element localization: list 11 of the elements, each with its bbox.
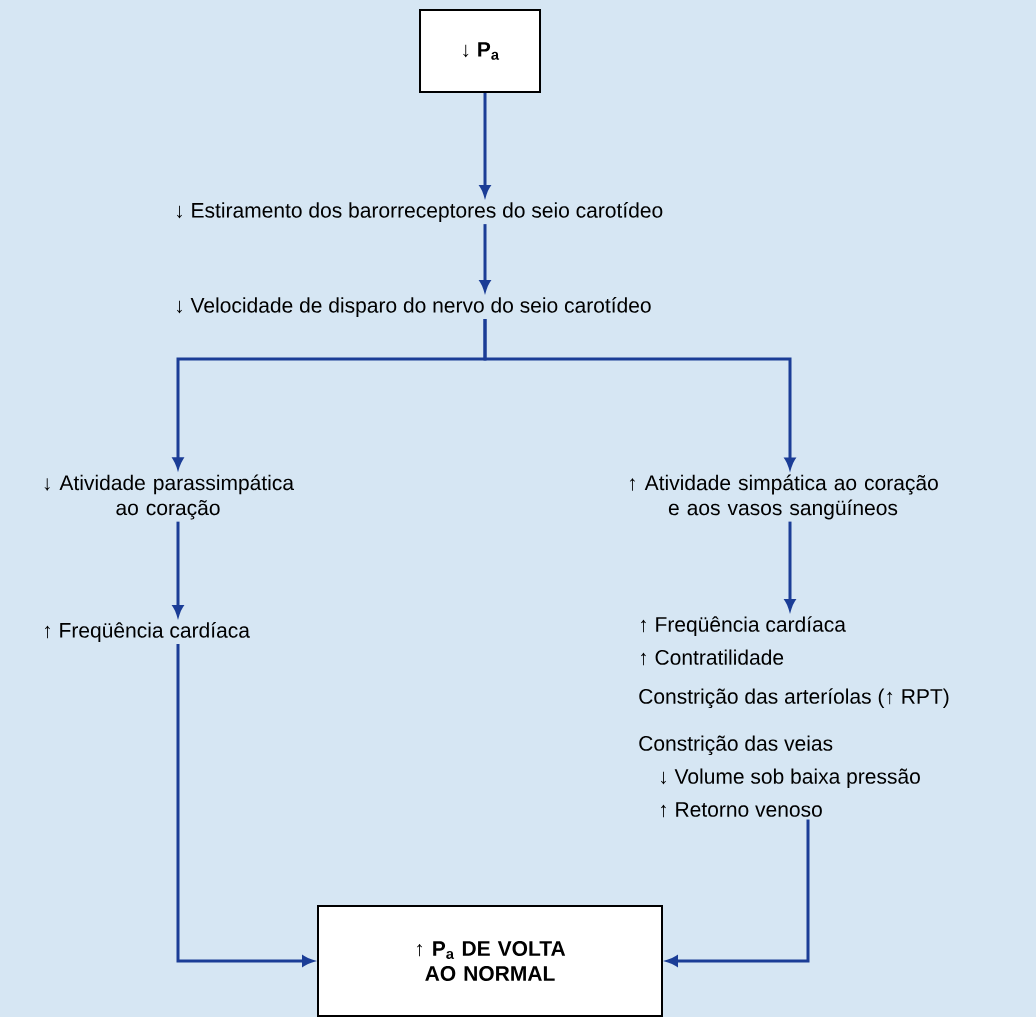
step-text: ↓ Velocidade de disparo do nervo do seio carotídeo bbox=[177, 297, 651, 317]
flow-box: ↓ P$_{a}$ bbox=[419, 9, 541, 93]
arrow bbox=[176, 644, 314, 967]
step-text: ↓ Atividade parassimpática ao coração bbox=[44, 474, 294, 520]
effects-list: ↑ Freqüência cardíaca ↑ Contratilidade Constrição das arteríolas (↑ RPT) Constrição das veias ↓ Volume sob baixa pressão ↑ Retorno venoso bbox=[639, 616, 949, 818]
step-text: ↑ Atividade simpática ao coração e aos vasos sangüíneos bbox=[629, 474, 938, 520]
step-text: ↑ Freqüência cardíaca bbox=[45, 622, 250, 642]
arrow bbox=[666, 819, 810, 967]
arrow bbox=[784, 521, 796, 611]
step-text: ↓ Estiramento dos barorreceptores do seio carotídeo bbox=[177, 202, 663, 222]
flow-box: ↑ P$_{a}$ DE VOLTA AO NORMAL bbox=[317, 905, 663, 1017]
